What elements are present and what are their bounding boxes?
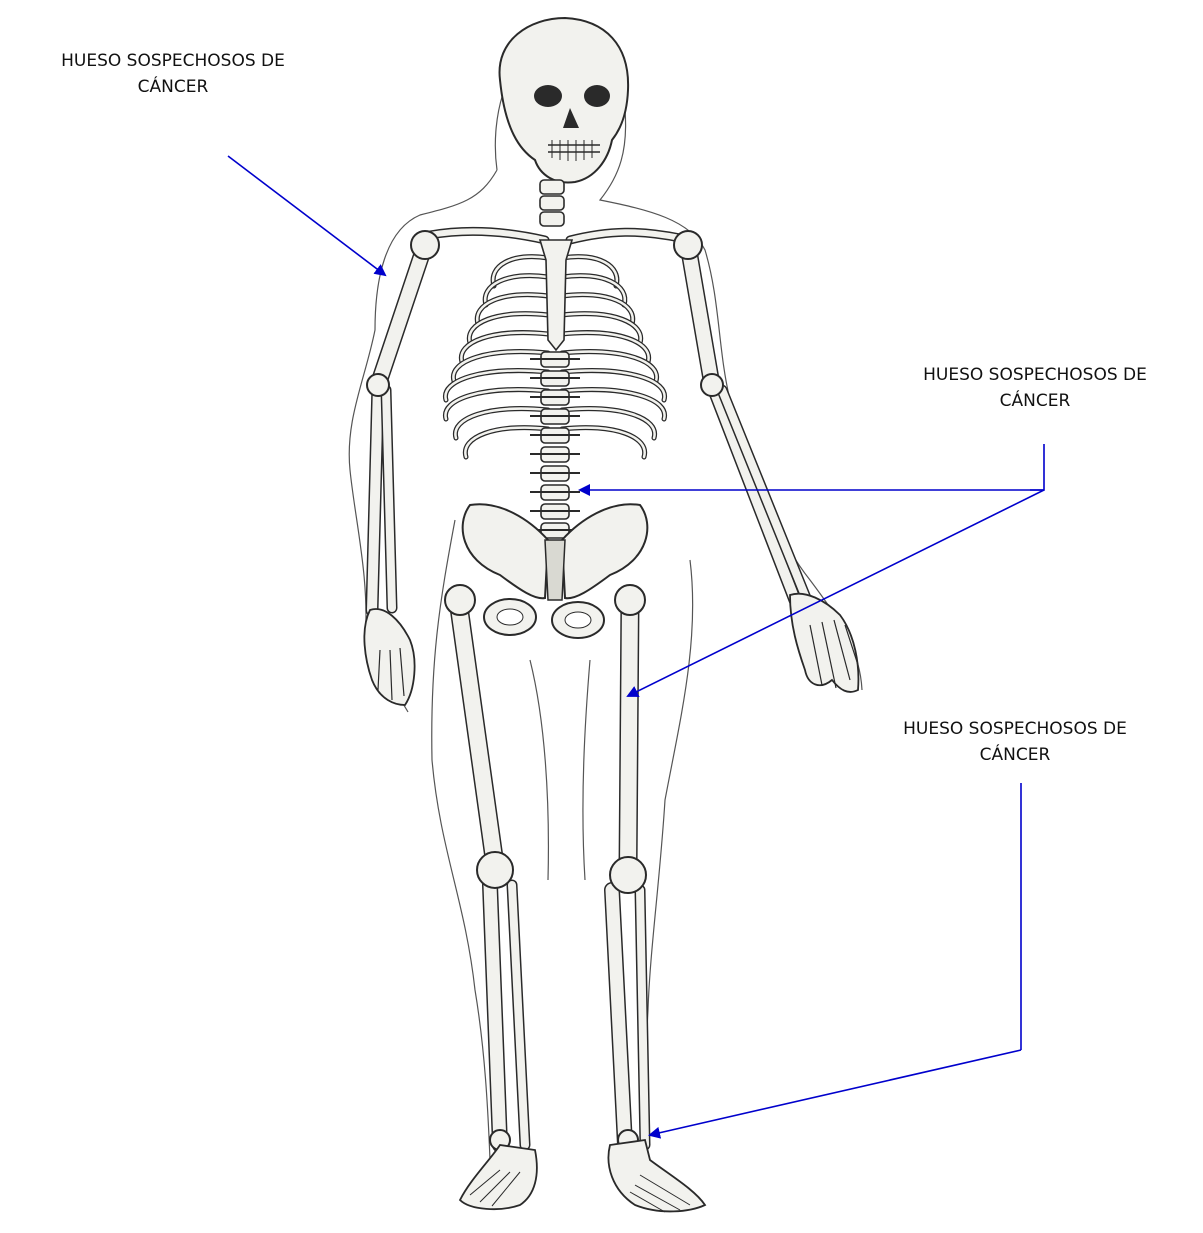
body-outline (349, 44, 862, 1160)
left-hand (790, 594, 858, 692)
right-femur-fill (458, 600, 495, 865)
right-radius-fill (372, 385, 378, 610)
rib (562, 409, 655, 438)
rib (562, 409, 655, 438)
skull (500, 18, 629, 183)
annotation-label-spine-femur: HUESO SOSPECHOSOS DE CÁNCER (870, 362, 1200, 414)
left-foot (608, 1140, 705, 1212)
rib (562, 371, 665, 400)
annotation-label-line: CÁNCER (8, 74, 338, 100)
shoulder-girdle (430, 231, 680, 240)
annotation-label-line: CÁNCER (850, 742, 1180, 768)
rib (562, 390, 665, 419)
rib (445, 390, 548, 419)
rib (465, 428, 548, 457)
left-tibia-fill (612, 890, 625, 1145)
joint (411, 231, 439, 259)
left-fibula-fill (640, 890, 645, 1145)
left-radius-fill (712, 385, 795, 600)
callout-leader-2 (1030, 444, 1044, 490)
callout-arrow-1 (228, 156, 385, 275)
joint (701, 374, 723, 396)
annotation-label-upper-arm: HUESO SOSPECHOSOS DE CÁNCER (8, 48, 338, 100)
callout-arrow-3 (650, 1050, 1021, 1135)
annotation-label-line: CÁNCER (870, 388, 1200, 414)
joint (367, 374, 389, 396)
cervical-spine (540, 180, 564, 226)
annotation-label-line: HUESO SOSPECHOSOS DE (850, 716, 1180, 742)
annotation-label-line: HUESO SOSPECHOSOS DE (870, 362, 1200, 388)
rib (562, 428, 645, 457)
joint (477, 852, 513, 888)
rib (445, 371, 548, 400)
rib (455, 409, 548, 438)
right-foot (460, 1145, 537, 1209)
rib (455, 409, 548, 438)
joint (610, 857, 646, 893)
annotation-label-line: HUESO SOSPECHOSOS DE (8, 48, 338, 74)
rib (465, 428, 548, 457)
rib (562, 428, 645, 457)
left-ulna-fill (722, 390, 806, 598)
annotation-label-ankle: HUESO SOSPECHOSOS DE CÁNCER (850, 716, 1180, 768)
rib (562, 371, 665, 400)
joint (445, 585, 475, 615)
right-hand (364, 609, 414, 705)
rib (445, 371, 548, 400)
right-humerus-fill (378, 245, 425, 385)
joint (615, 585, 645, 615)
rib (562, 390, 665, 419)
joint (674, 231, 702, 259)
rib (445, 390, 548, 419)
left-femur-fill (628, 600, 630, 870)
lumbar-spine (530, 352, 580, 538)
